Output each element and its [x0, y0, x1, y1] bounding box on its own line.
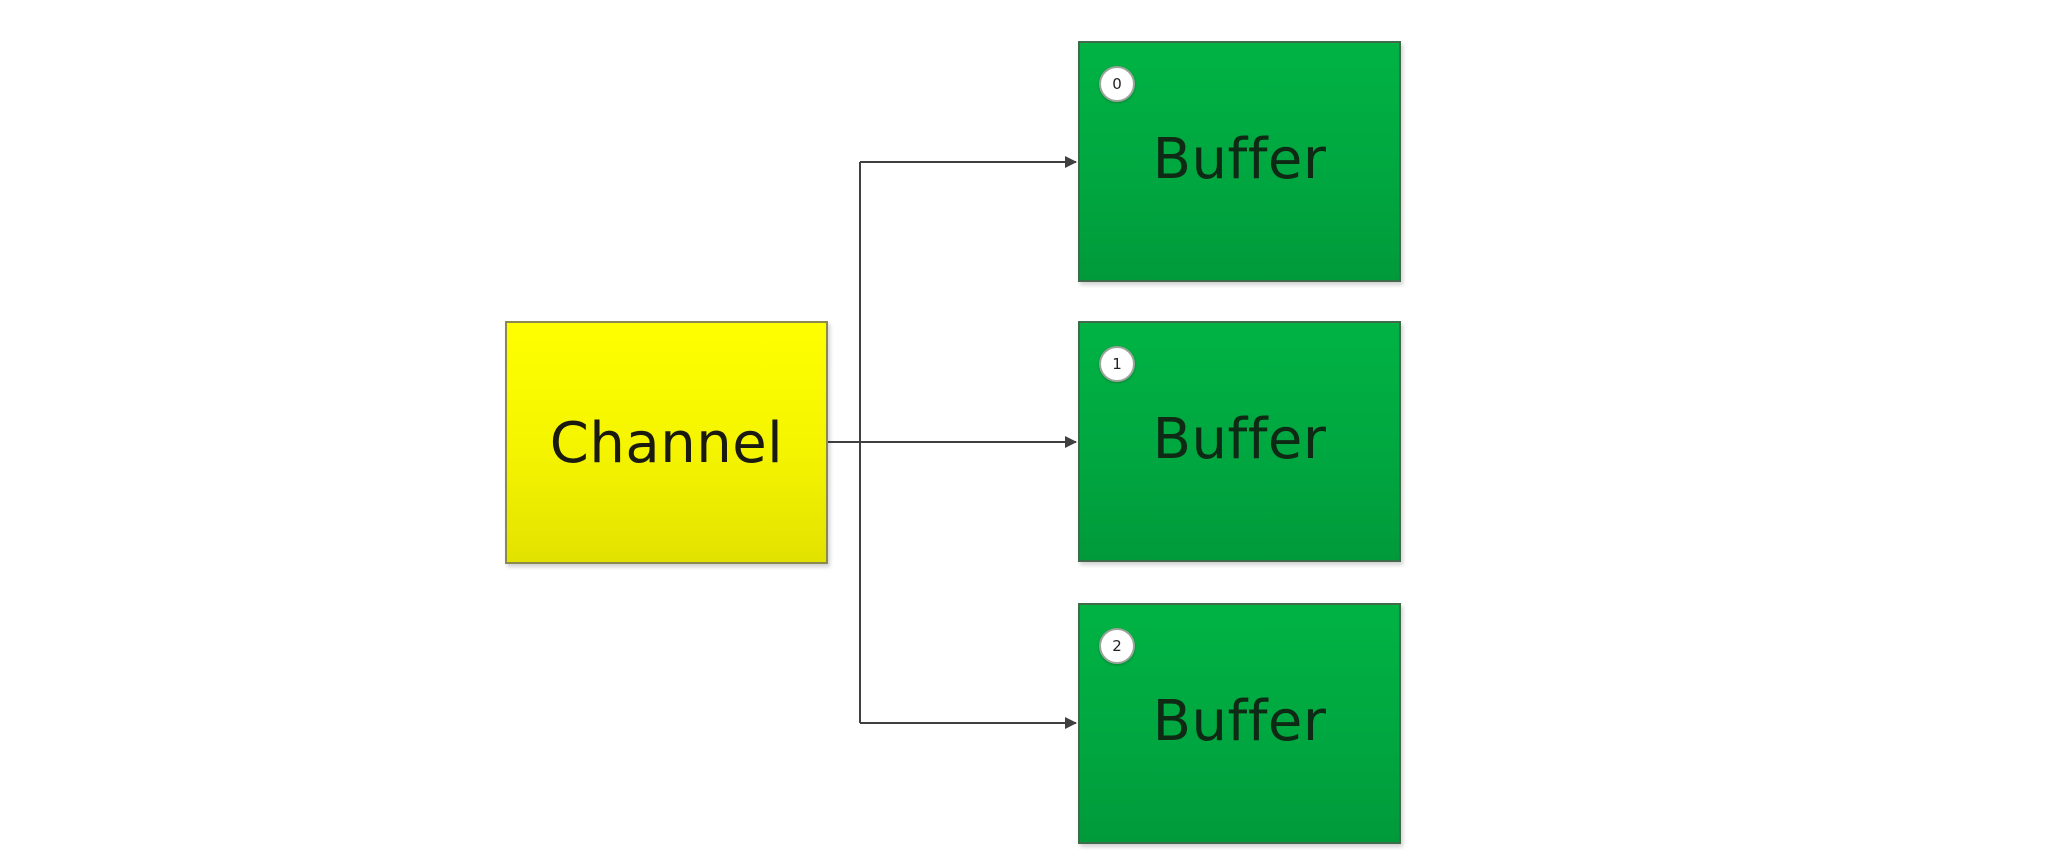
buffer-box-1: 1 Buffer [1078, 321, 1401, 562]
buffer-index-badge: 0 [1099, 66, 1135, 102]
buffer-index-badge: 2 [1099, 628, 1135, 664]
buffer-label: Buffer [1152, 689, 1327, 754]
channel-box: Channel [505, 321, 828, 564]
channel-label: Channel [549, 411, 784, 476]
buffer-label: Buffer [1152, 127, 1327, 192]
buffer-index-badge: 1 [1099, 346, 1135, 382]
buffer-box-0: 0 Buffer [1078, 41, 1401, 282]
buffer-label: Buffer [1152, 407, 1327, 472]
buffer-box-2: 2 Buffer [1078, 603, 1401, 844]
